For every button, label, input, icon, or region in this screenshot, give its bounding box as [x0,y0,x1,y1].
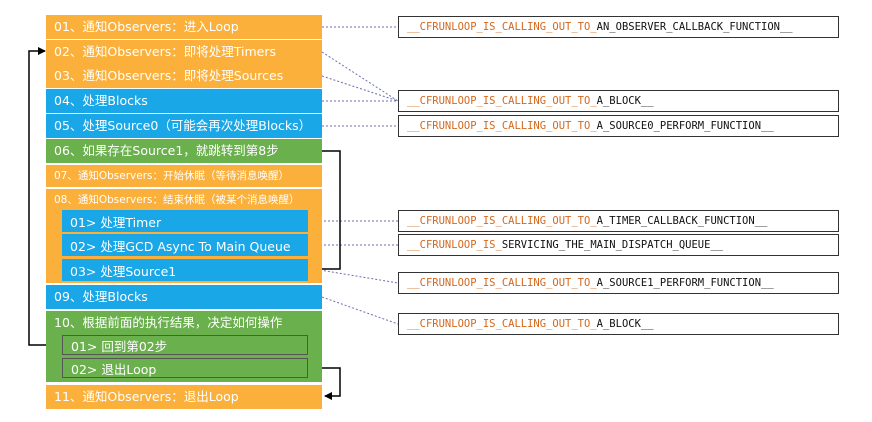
step-09: 09、处理Blocks [46,285,322,309]
fn-prefix: __CFRUNLOOP_IS_CALLING_OUT_TO_ [407,21,597,33]
link-step03-fn [321,75,399,102]
fn-suffix: A_BLOCK__ [596,318,654,330]
step-08-source1: 03> 处理Source1 [62,259,308,281]
fn-main-dispatch-queue: __CFRUNLOOP_IS_SERVICING_THE_MAIN_DISPAT… [398,234,839,256]
step-01-label: 01、通知Observers：进入Loop [54,18,239,34]
step-08-gcd-label: 02> 处理GCD Async To Main Queue [70,238,291,254]
step-05: 05、处理Source0（可能会再次处理Blocks） [46,114,322,138]
fn-observer-callback: __CFRUNLOOP_IS_CALLING_OUT_TO_AN_OBSERVE… [398,16,839,38]
fn-prefix: __CFRUNLOOP_IS_CALLING_OUT_TO_ [407,95,597,107]
step-07: 07、通知Observers：开始休眠（等待消息唤醒） [46,165,322,187]
step-08-timer-label: 01> 处理Timer [70,214,162,230]
fn-timer-callback: __CFRUNLOOP_IS_CALLING_OUT_TO_A_TIMER_CA… [398,210,839,232]
step-04: 04、处理Blocks [46,89,322,113]
fn-prefix: __CFRUNLOOP_IS_CALLING_OUT_TO_ [407,215,597,227]
link-step02-fn [321,51,399,102]
step-11-label: 11、通知Observers：退出Loop [54,388,239,404]
step-03: 03、通知Observers：即将处理Sources [46,64,322,88]
step-09-label: 09、处理Blocks [54,288,148,304]
fn-suffix: A_TIMER_CALLBACK_FUNCTION__ [596,215,768,227]
step-04-label: 04、处理Blocks [54,92,148,108]
step-10-exit: 02> 退出Loop [62,358,308,378]
fn-suffix: A_SOURCE0_PERFORM_FUNCTION__ [596,120,774,132]
fn-block-1: __CFRUNLOOP_IS_CALLING_OUT_TO_A_BLOCK__ [398,90,839,112]
fn-suffix: A_SOURCE1_PERFORM_FUNCTION__ [596,277,774,289]
link-step09-fn [321,296,399,325]
step-11: 11、通知Observers：退出Loop [46,385,322,409]
fn-prefix: __CFRUNLOOP_IS_CALLING_OUT_TO_ [407,318,597,330]
fn-source0-perform: __CFRUNLOOP_IS_CALLING_OUT_TO_A_SOURCE0_… [398,115,839,137]
fn-prefix: __CFRUNLOOP_IS_CALLING_OUT_TO_ [407,277,597,289]
fn-suffix: A_BLOCK__ [596,95,654,107]
step-10-back-label: 01> 回到第02步 [71,338,168,354]
step-05-label: 05、处理Source0（可能会再次处理Blocks） [54,117,312,133]
step-03-label: 03、通知Observers：即将处理Sources [54,67,284,83]
fn-source1-perform: __CFRUNLOOP_IS_CALLING_OUT_TO_A_SOURCE1_… [398,272,839,294]
fn-prefix: __CFRUNLOOP_IS_ [407,239,502,251]
step-07-label: 07、通知Observers：开始休眠（等待消息唤醒） [54,169,289,182]
step-08-timer: 01> 处理Timer [62,210,308,232]
step-08-source1-label: 03> 处理Source1 [70,263,177,279]
step-10-back: 01> 回到第02步 [62,335,308,355]
step-10-exit-label: 02> 退出Loop [71,361,157,377]
step-08-label: 08、通知Observers：结束休眠（被某个消息唤醒） [54,194,300,206]
fn-suffix: AN_OBSERVER_CALLBACK_FUNCTION__ [596,21,793,33]
link-source1-fn [319,269,399,284]
fn-block-2: __CFRUNLOOP_IS_CALLING_OUT_TO_A_BLOCK__ [398,313,839,335]
step-06: 06、如果存在Source1，就跳转到第8步 [46,139,322,163]
step-02: 02、通知Observers：即将处理Timers [46,40,322,64]
step-02-label: 02、通知Observers：即将处理Timers [54,43,277,59]
step-10-label: 10、根据前面的执行结果，决定如何操作 [54,315,283,330]
step-08-gcd: 02> 处理GCD Async To Main Queue [62,234,308,256]
fn-prefix: __CFRUNLOOP_IS_CALLING_OUT_TO_ [407,120,597,132]
fn-suffix: SERVICING_THE_MAIN_DISPATCH_QUEUE__ [501,239,724,251]
step-06-label: 06、如果存在Source1，就跳转到第8步 [54,142,279,158]
step-01: 01、通知Observers：进入Loop [46,15,322,39]
